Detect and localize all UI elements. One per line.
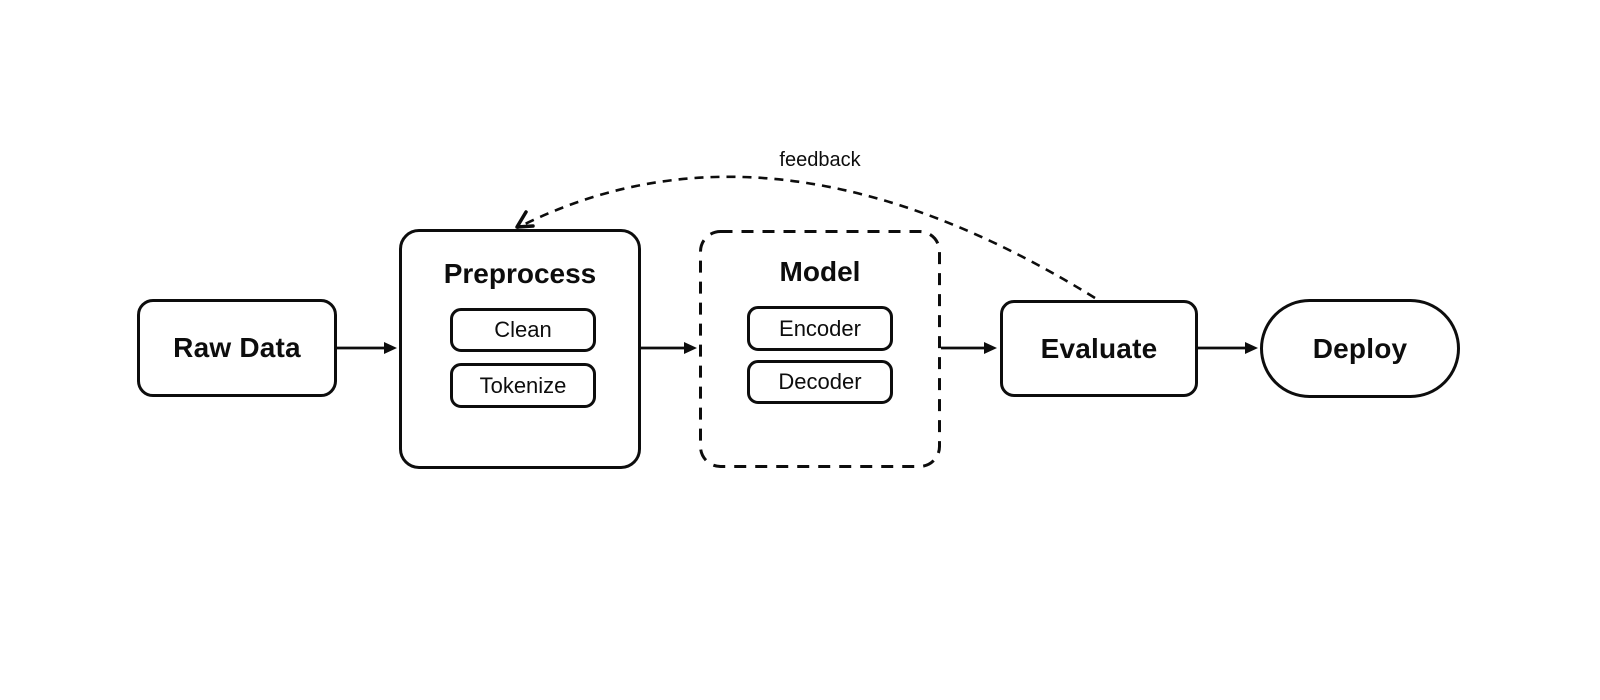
subnode-decoder: Decoder [747,360,893,404]
feedback-edge-label: feedback [779,149,861,171]
arrowhead-evaluate-to-deploy [1245,342,1258,354]
subnode-clean-label: Clean [494,317,552,342]
arrowhead-model-to-evaluate [984,342,997,354]
node-evaluate: Evaluate [1000,300,1198,397]
arrowhead-raw-data-to-preprocess [384,342,397,354]
node-deploy-label: Deploy [1312,332,1408,364]
node-model: Model Encoder Decoder [699,230,941,468]
node-preprocess-title: Preprocess [443,258,597,289]
feedback-curve [516,175,1096,300]
arrowhead-feedback [515,210,535,229]
arrowhead-preprocess-to-model [684,342,697,354]
node-evaluate-label: Evaluate [1040,332,1158,364]
node-model-title: Model [779,256,861,287]
subnode-decoder-label: Decoder [778,369,862,394]
subnode-encoder: Encoder [747,306,893,351]
node-deploy: Deploy [1260,299,1460,398]
subnode-tokenize-label: Tokenize [479,372,567,398]
node-preprocess: Preprocess Clean Tokenize [399,229,641,469]
node-raw-data-label: Raw Data [173,332,301,363]
node-raw-data: Raw Data [137,299,337,397]
subnode-clean: Clean [450,308,596,352]
subnode-encoder-label: Encoder [779,315,861,341]
subnode-tokenize: Tokenize [450,363,596,408]
